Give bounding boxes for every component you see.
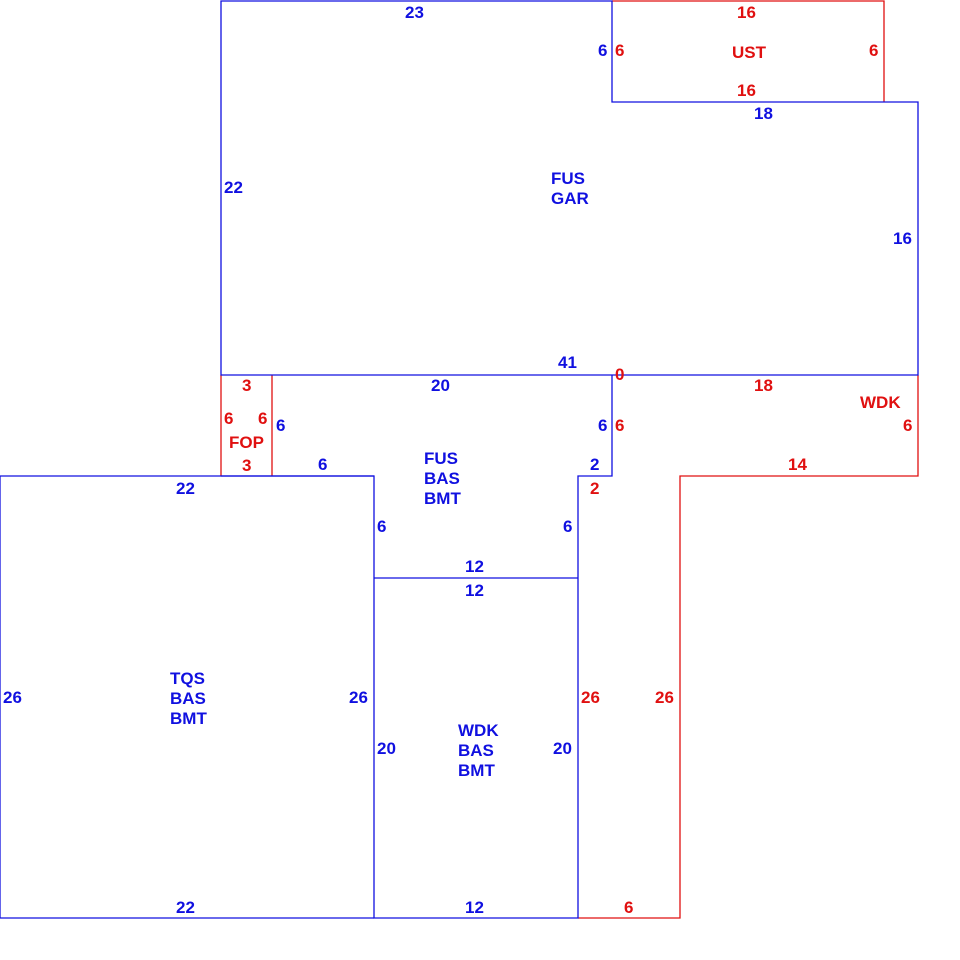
dimension-labels: 23 22 16 6 18 41 16 16 6 6 3 3 6 6 20 6 … [3,3,912,917]
area-label-gar-1: FUS [551,169,585,188]
dim: 23 [405,3,424,22]
dim: 6 [563,517,572,536]
dim: 20 [553,739,572,758]
area-label-wdk: WDK [860,393,901,412]
area-label-tqs-3: BMT [170,709,207,728]
dim: 22 [176,898,195,917]
dim: 16 [893,229,912,248]
dim: 6 [615,41,624,60]
dim: 3 [242,456,251,475]
area-label-fus-bas-2: BAS [424,469,460,488]
wdk-outline [578,375,919,919]
dim: 2 [590,455,599,474]
dim: 20 [377,739,396,758]
dim: 0 [615,365,624,384]
area-label-gar-2: GAR [551,189,589,208]
dim: 22 [224,178,243,197]
dim: 6 [258,409,267,428]
dim: 6 [903,416,912,435]
ust-outline [612,0,885,102]
dim: 6 [276,416,285,435]
dim: 16 [737,3,756,22]
dim: 20 [431,376,450,395]
dim: 3 [242,376,251,395]
dim: 6 [224,409,233,428]
area-label-fop: FOP [229,433,264,452]
dim: 6 [377,517,386,536]
dim: 18 [754,104,773,123]
dim: 6 [318,455,327,474]
dim: 12 [465,581,484,600]
area-label-fus-bas-3: BMT [424,489,461,508]
dim: 26 [349,688,368,707]
dim: 22 [176,479,195,498]
dim: 6 [598,416,607,435]
area-label-wdk-bas-2: BAS [458,741,494,760]
area-label-wdk-bas-1: WDK [458,721,499,740]
dim: 18 [754,376,773,395]
area-label-fus-bas-1: FUS [424,449,458,468]
dim: 41 [558,353,577,372]
dim: 26 [655,688,674,707]
area-label-wdk-bas-3: BMT [458,761,495,780]
dim: 6 [598,41,607,60]
area-label-tqs-1: TQS [170,669,205,688]
dim: 6 [615,416,624,435]
fus-bas-outline [221,375,613,919]
dim: 26 [581,688,600,707]
dim: 16 [737,81,756,100]
dim: 26 [3,688,22,707]
area-label-ust: UST [732,43,767,62]
gar-outline [220,0,919,376]
area-label-tqs-2: BAS [170,689,206,708]
dim: 12 [465,557,484,576]
tqs-outline [0,475,374,919]
dim: 2 [590,479,599,498]
dim: 14 [788,455,807,474]
dim: 12 [465,898,484,917]
dim: 6 [869,41,878,60]
fop-outline [220,375,273,476]
dim: 6 [624,898,633,917]
